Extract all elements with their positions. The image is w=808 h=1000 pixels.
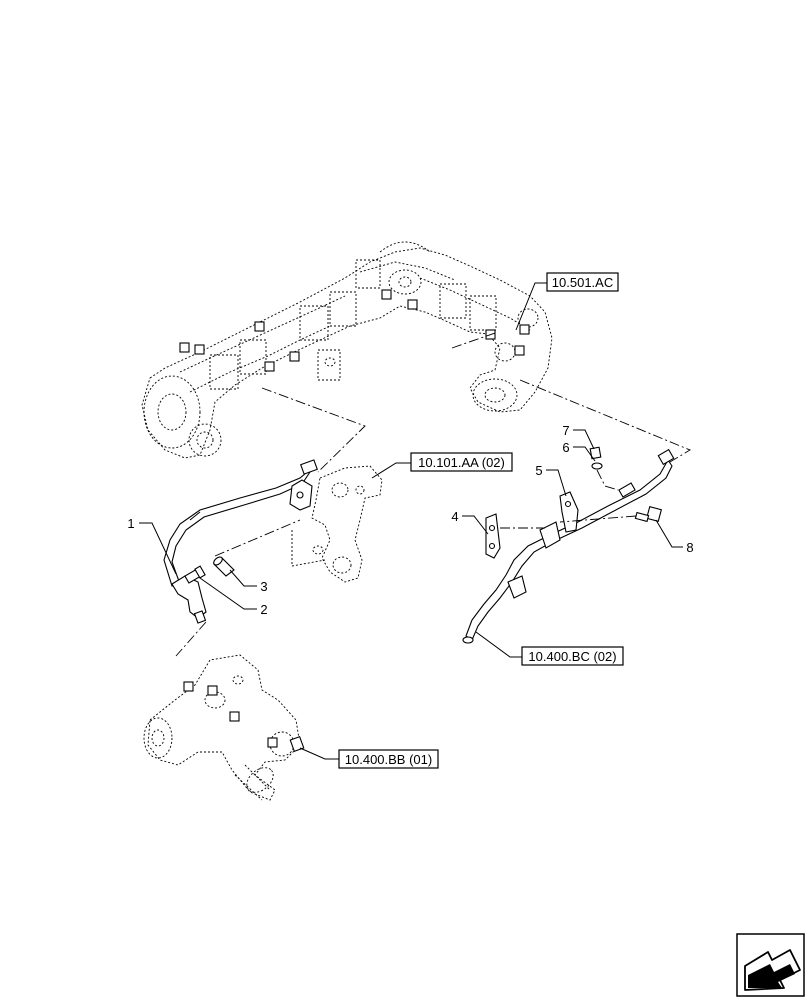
bolt-part-8 bbox=[559, 505, 663, 523]
callout-3: 3 bbox=[260, 579, 267, 594]
callout-1: 1 bbox=[127, 516, 134, 531]
connection-line bbox=[451, 331, 499, 349]
callout-5: 5 bbox=[535, 463, 542, 478]
callout-7: 7 bbox=[562, 423, 569, 438]
callout-4: 4 bbox=[451, 509, 458, 524]
bracket-part-5 bbox=[559, 491, 579, 533]
coolant-hose-right bbox=[462, 448, 675, 644]
ref-box-10-101-aa-02[interactable]: 10.101.AA (02) bbox=[410, 452, 513, 472]
ref-box-10-501-ac[interactable]: 10.501.AC bbox=[546, 272, 619, 292]
coolant-pipe-part-1 bbox=[163, 459, 318, 624]
ref-label: 10.101.AA (02) bbox=[418, 455, 505, 470]
water-pump bbox=[143, 654, 305, 801]
callout-2: 2 bbox=[260, 602, 267, 617]
bolt-part-2 bbox=[184, 565, 206, 584]
callout-6: 6 bbox=[562, 440, 569, 455]
connection-line bbox=[261, 387, 366, 473]
washer-part-6 bbox=[591, 462, 603, 470]
connection-line bbox=[175, 621, 207, 657]
connection-line bbox=[519, 379, 691, 463]
bracket-part-4 bbox=[485, 513, 545, 559]
leader-lines bbox=[139, 282, 683, 760]
sleeve-part-3 bbox=[213, 556, 235, 577]
callout-8: 8 bbox=[686, 540, 693, 555]
next-page-arrow-icon[interactable] bbox=[736, 933, 805, 997]
ref-label: 10.501.AC bbox=[552, 275, 613, 290]
ref-box-10-400-bb-01[interactable]: 10.400.BB (01) bbox=[338, 749, 439, 769]
engine-bracket bbox=[214, 465, 383, 583]
bolt-part-7 bbox=[589, 446, 619, 491]
ref-label: 10.400.BC (02) bbox=[528, 649, 616, 664]
ref-label: 10.400.BB (01) bbox=[345, 752, 432, 767]
manifold-assembly bbox=[141, 241, 553, 459]
ref-box-10-400-bc-02[interactable]: 10.400.BC (02) bbox=[521, 646, 624, 666]
